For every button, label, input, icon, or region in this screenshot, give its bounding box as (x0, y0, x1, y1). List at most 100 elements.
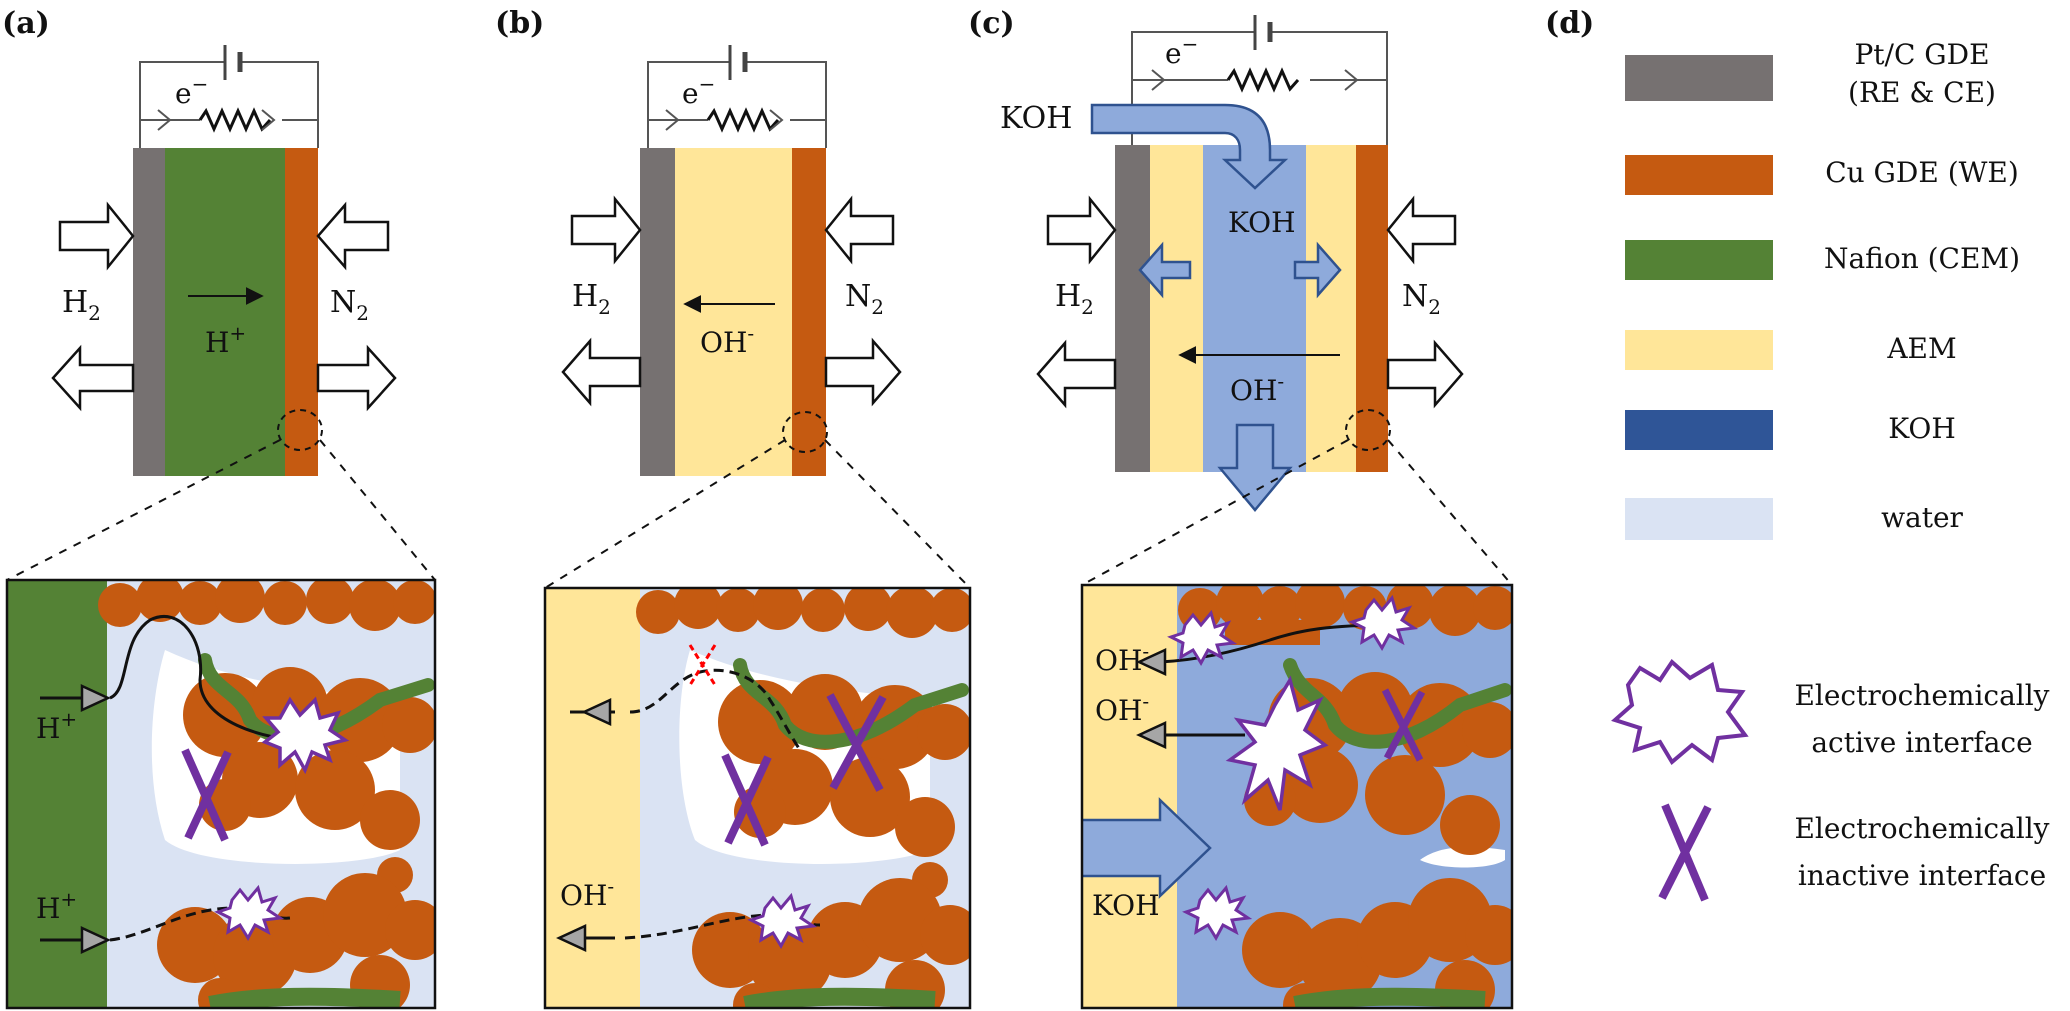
panel-c-label: (c) (968, 6, 1015, 41)
inactive-interface-mark-a (181, 748, 232, 842)
legend-swatch-nafion (1625, 240, 1773, 280)
zoom-koh-label: KOH (1092, 889, 1160, 922)
aem-layer-c-left (1150, 145, 1203, 472)
legend-inactive-interface-icon (1658, 803, 1712, 902)
zoom-ion-a2: H+ (36, 887, 77, 925)
legend-text-ptc-1: Pt/C GDE (1854, 38, 1989, 71)
cu-gde-layer-a (285, 148, 318, 476)
resistor-icon (1226, 67, 1300, 93)
n2-outlet-arrow-c (1386, 339, 1464, 409)
cu-gde-layer-c (1356, 145, 1388, 472)
electron-label-b: e− (682, 72, 715, 110)
resistor-icon (706, 107, 780, 133)
active-interface-mark-b (747, 892, 818, 950)
zoom-circle-c (1345, 409, 1391, 451)
n2-outlet-arrow-a (316, 344, 397, 412)
zoom-circle-b (782, 411, 828, 453)
panel-a: (a) e− H2 N2 H+ (2, 6, 437, 1010)
inactive-interface-mark-b1 (721, 753, 772, 847)
n2-inlet-arrow-a (316, 201, 390, 271)
zoom-ion-b1: OH- (560, 874, 614, 912)
legend-swatch-ptc (1625, 55, 1773, 101)
zoom-view-a: H+ H+ (7, 580, 435, 1008)
cu-gde-layer-b (792, 148, 826, 476)
legend-text-ptc-2: (RE & CE) (1848, 76, 1996, 109)
legend-panel: (d) Pt/C GDE (RE & CE) Cu GDE (WE) Nafio… (1545, 6, 2050, 902)
inactive-interface-mark-c (1381, 688, 1426, 762)
koh-side-arrow-left (1138, 241, 1192, 299)
zoom-ion-c2: OH- (1095, 689, 1149, 727)
panel-b: (b) e− H2 N2 OH- (495, 6, 972, 1010)
legend-swatch-water (1625, 498, 1773, 540)
ion-label-c: OH- (1230, 369, 1284, 407)
koh-zoom-arrow (1082, 797, 1212, 899)
h2-outlet-arrow-b (561, 337, 642, 407)
h2-inlet-arrow-a (58, 201, 135, 271)
aem-layer-c-right (1306, 145, 1356, 472)
zoom-ion-c1: OH- (1095, 639, 1149, 677)
zoom-ion-a1: H+ (36, 707, 77, 745)
n2-label-c: N2 (1402, 279, 1441, 319)
koh-inlet-arrow (1090, 103, 1289, 190)
legend-text-nafion: Nafion (CEM) (1824, 242, 2020, 275)
active-interface-mark-c2 (1348, 594, 1419, 652)
n2-label-a: N2 (330, 285, 369, 325)
legend-text-koh: KOH (1888, 412, 1956, 445)
legend-swatch-aem (1625, 330, 1773, 370)
legend-text-aem: AEM (1886, 332, 1956, 365)
zoom-view-c: OH- OH- KOH (1082, 585, 1512, 1008)
h2-label-b: H2 (572, 279, 611, 319)
n2-inlet-arrow-c (1386, 195, 1457, 265)
active-interface-mark-c4 (1182, 884, 1253, 942)
legend-inactive-line2: inactive interface (1798, 859, 2046, 892)
n2-inlet-arrow-b (824, 195, 895, 265)
ptc-gde-layer-c (1115, 145, 1150, 472)
active-interface-mark-a2 (214, 884, 285, 942)
aem-layer-b (675, 148, 792, 476)
koh-channel-c (1203, 145, 1306, 472)
legend-swatch-cu (1625, 155, 1773, 195)
h2-label-a: H2 (62, 285, 101, 325)
active-interface-mark-c3 (1225, 675, 1329, 811)
resistor-icon (198, 107, 272, 133)
legend-text-cu: Cu GDE (WE) (1825, 156, 2019, 189)
panel-c: (c) e− KOH KOH H2 N2 OH- (968, 6, 1514, 1010)
active-interface-mark-c1 (1167, 609, 1238, 667)
legend-active-interface-icon (1611, 658, 1749, 766)
n2-label-b: N2 (845, 279, 884, 319)
legend-label: (d) (1545, 6, 1594, 41)
h2-inlet-arrow-c (1046, 195, 1117, 265)
koh-inlet-label: KOH (1000, 101, 1072, 136)
n2-outlet-arrow-b (824, 337, 902, 407)
electron-label-a: e− (175, 72, 208, 110)
panel-a-label: (a) (2, 6, 50, 41)
blocked-path-mark-b (688, 644, 717, 686)
legend-active-line1: Electrochemically (1794, 679, 2049, 712)
ptc-gde-layer-a (133, 148, 165, 476)
h2-inlet-arrow-b (570, 195, 642, 265)
legend-swatch-koh (1625, 410, 1773, 450)
electron-label-c: e− (1165, 32, 1198, 70)
koh-channel-label: KOH (1228, 206, 1296, 239)
circuit-a: e− (139, 45, 319, 148)
koh-outlet-arrow (1217, 423, 1293, 512)
panel-b-label: (b) (495, 6, 544, 41)
active-interface-mark-a1 (261, 696, 350, 775)
legend-active-line2: active interface (1811, 726, 2032, 759)
koh-side-arrow-right (1293, 241, 1342, 299)
ion-label-b: OH- (700, 321, 754, 359)
ion-label-a: H+ (205, 321, 246, 359)
inactive-interface-mark-b2 (826, 693, 887, 792)
zoom-circle-a (277, 409, 323, 451)
h2-label-c: H2 (1055, 279, 1094, 319)
circuit-b: e− (647, 45, 827, 148)
ptc-gde-layer-b (640, 148, 675, 476)
circuit-c: e− (1131, 15, 1388, 148)
zoom-view-b: OH- (545, 588, 970, 1008)
legend-inactive-line1: Electrochemically (1794, 812, 2049, 845)
h2-outlet-arrow-a (51, 344, 135, 412)
h2-outlet-arrow-c (1036, 339, 1117, 409)
legend-text-water: water (1881, 501, 1963, 534)
nafion-layer-a (165, 148, 285, 476)
